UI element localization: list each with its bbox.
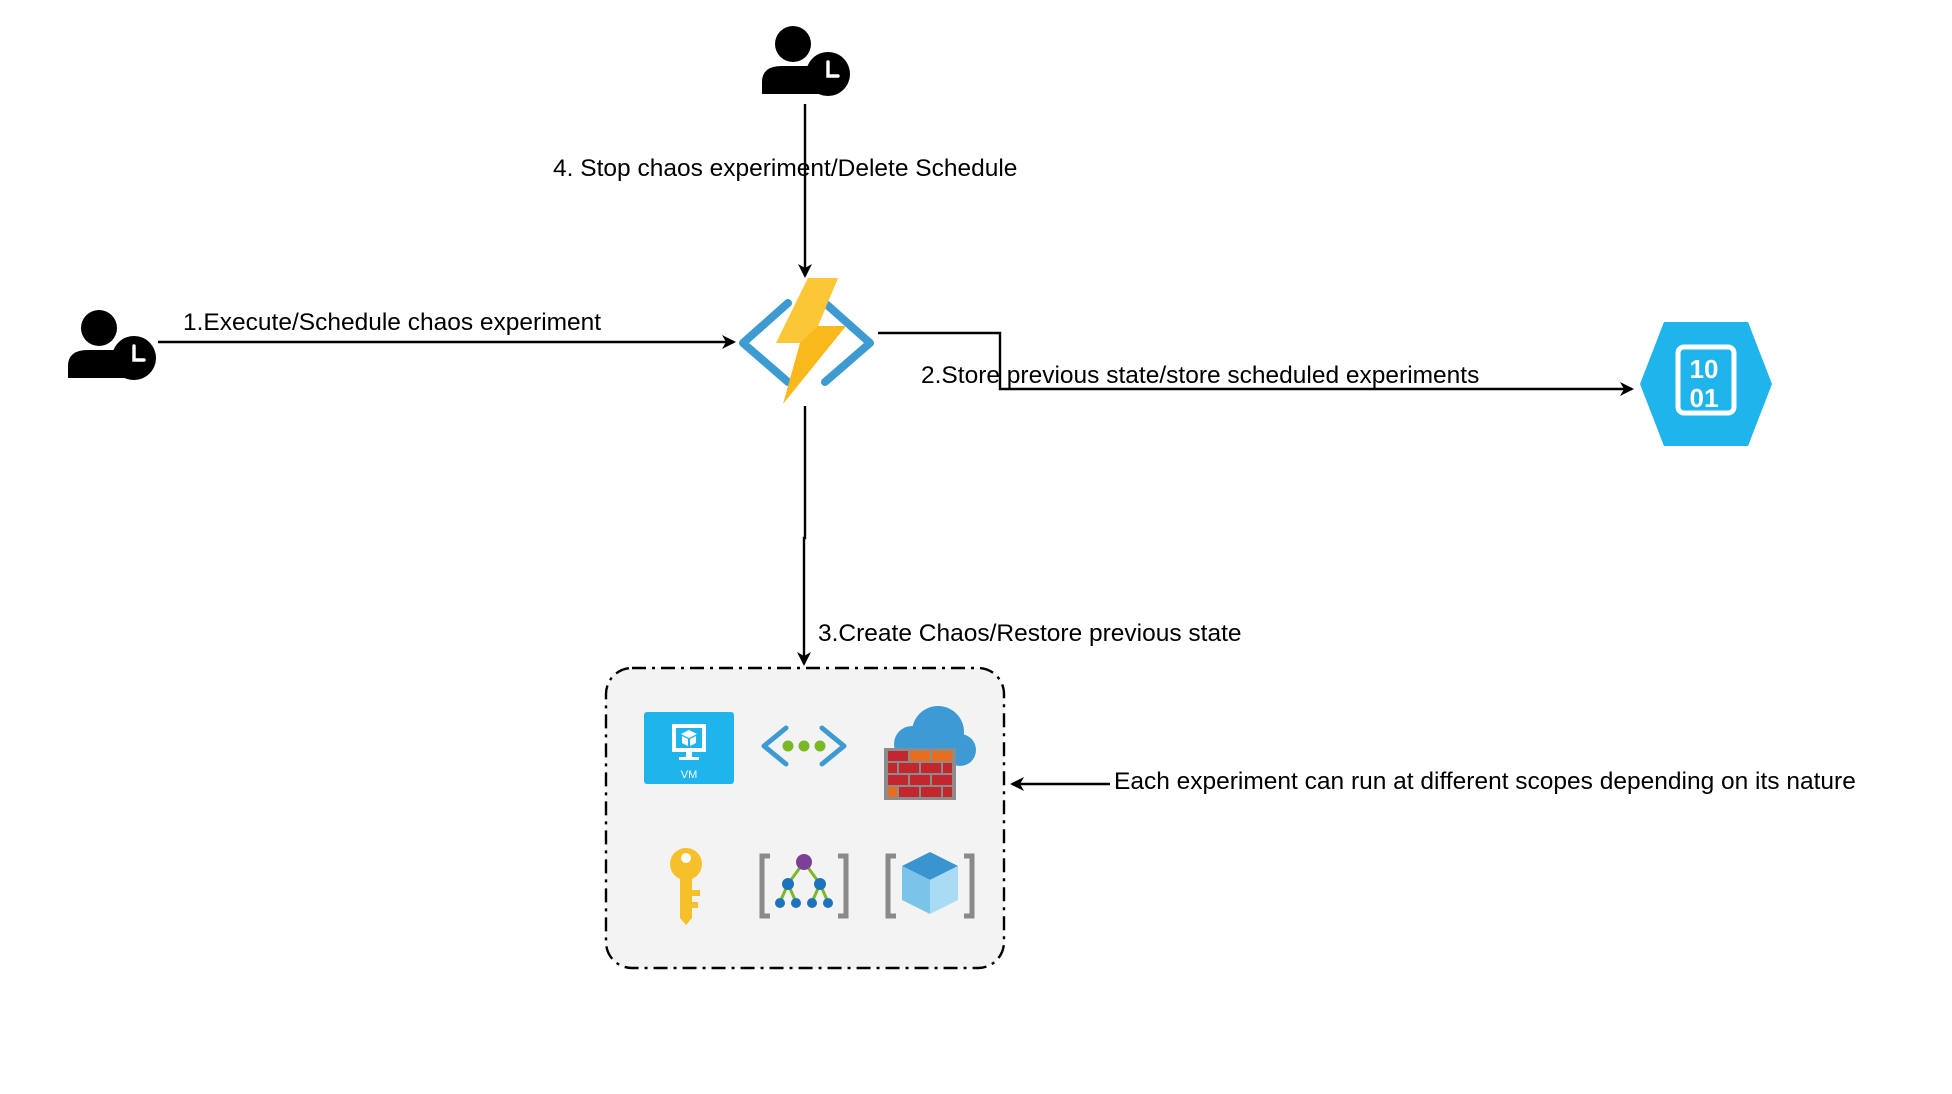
virtual-network-icon: [761, 725, 847, 767]
label-step3: 3.Create Chaos/Restore previous state: [818, 620, 1242, 647]
label-step1: 1.Execute/Schedule chaos experiment: [183, 309, 602, 336]
connector-step3: [797, 406, 811, 666]
resource-graph-icon: [759, 853, 849, 919]
user-left-icon: [68, 310, 156, 380]
label-scope-note: Each experiment can run at different sco…: [1114, 768, 1856, 795]
blob-storage-icon: 10 01: [1640, 322, 1772, 446]
connector-step2: [878, 331, 1634, 396]
storage-digits-top: 10: [1690, 354, 1719, 384]
storage-digits-bottom: 01: [1690, 383, 1719, 413]
key-vault-icon: [670, 848, 702, 925]
azure-function-icon: [739, 278, 874, 404]
vm-badge: VM: [681, 769, 698, 781]
virtual-machine-icon: VM: [644, 712, 734, 784]
user-top-icon: [762, 26, 850, 96]
container-cube-icon: [885, 852, 975, 919]
label-step2: 2.Store previous state/store scheduled e…: [921, 362, 1480, 389]
cloud-firewall-icon: [884, 706, 976, 800]
label-step4: 4. Stop chaos experiment/Delete Schedule: [553, 155, 1018, 182]
